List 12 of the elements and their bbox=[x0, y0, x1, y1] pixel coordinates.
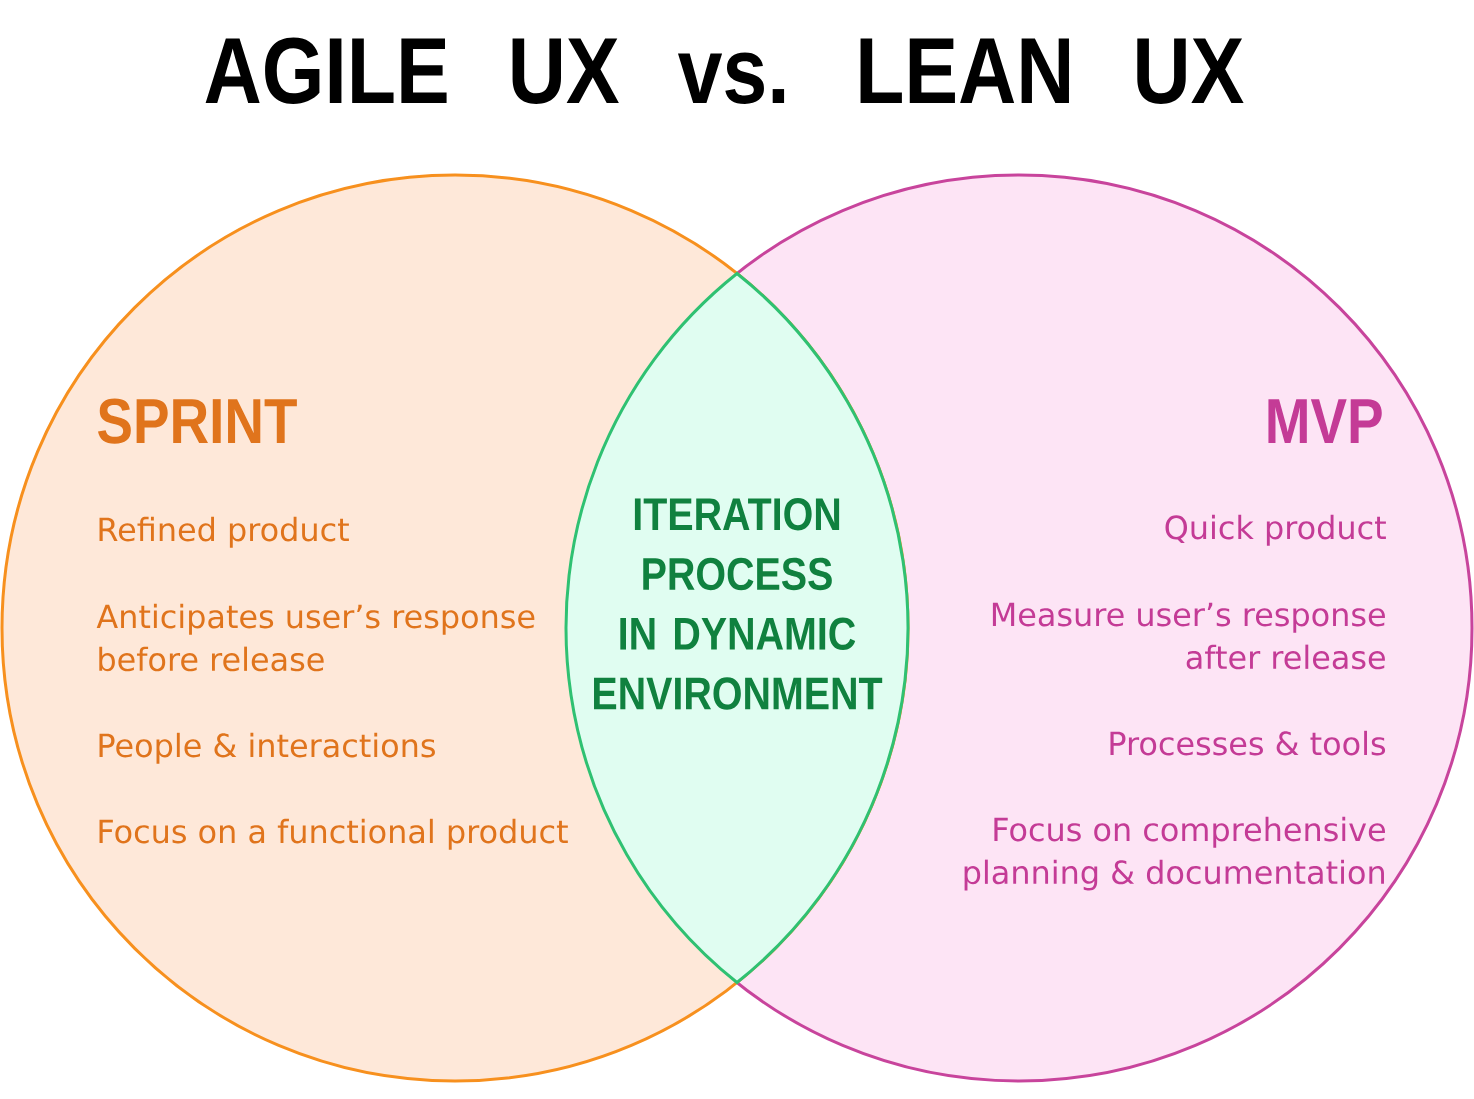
title: AGILE UX vs. LEAN UX bbox=[205, 37, 1244, 104]
list-item: Refined product bbox=[99, 516, 349, 548]
circle-heading: MVP bbox=[1268, 399, 1382, 443]
list-item: Processes & tools bbox=[1110, 730, 1386, 756]
list-item: Anticipates user’s response before release bbox=[96, 603, 535, 672]
list-item: Focus on comprehensive planning & documentation bbox=[964, 816, 1385, 891]
list-item: People & interactions bbox=[99, 732, 435, 764]
list-item: Quick product bbox=[1165, 514, 1386, 546]
list-item: Measure user’s response after release bbox=[992, 602, 1385, 670]
overlap-text: ITERATION PROCESS IN DYNAMIC ENVIRONMENT bbox=[594, 498, 883, 710]
list-item: Focus on a functional product bbox=[99, 818, 568, 850]
circle-heading: SPRINT bbox=[98, 398, 297, 444]
